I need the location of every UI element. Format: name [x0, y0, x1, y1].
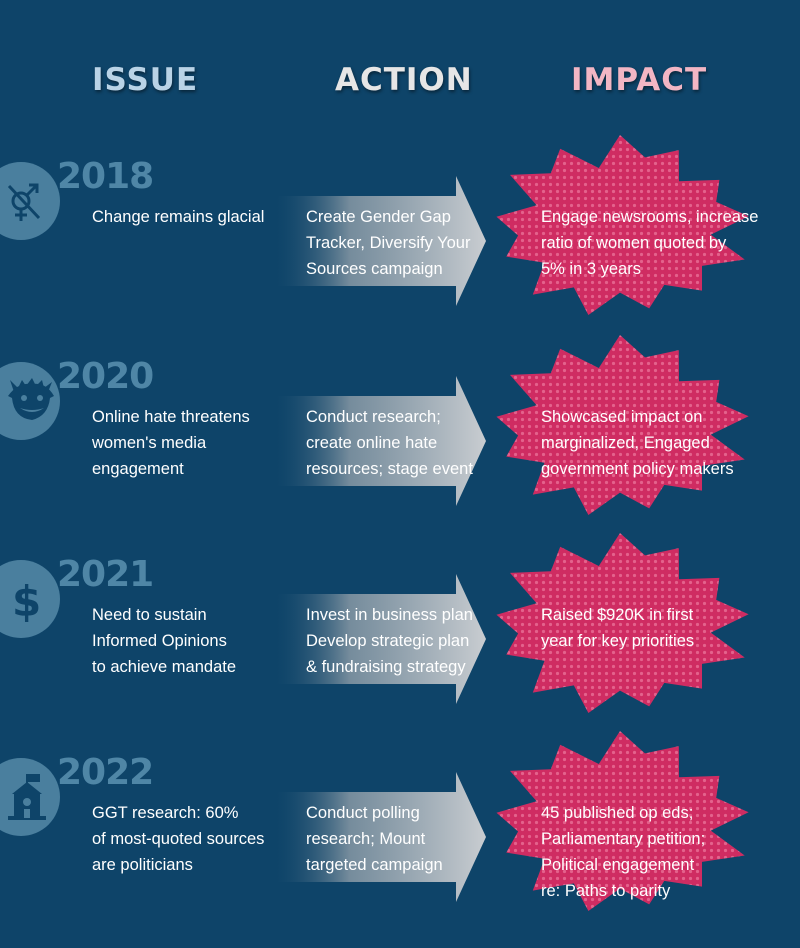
- issue-line: to achieve mandate: [92, 658, 237, 676]
- parliament-tower-icon: [8, 774, 46, 820]
- impact-burst: [496, 335, 749, 515]
- impact-text: Engage newsrooms, increase ratio of women…: [541, 204, 759, 282]
- header-action: ACTION: [335, 62, 473, 98]
- arrow-shape: [276, 772, 486, 902]
- dollar-sign-icon-circle: $: [0, 560, 60, 638]
- arrow-shape: [276, 574, 486, 704]
- impact-line: ratio of women quoted by: [541, 234, 727, 252]
- action-line: Tracker, Diversify Your: [306, 234, 471, 252]
- issue-line: are politicians: [92, 856, 193, 874]
- impact-burst: [496, 533, 749, 713]
- impact-line: Political engagement: [541, 856, 695, 874]
- action-line: Conduct research;: [306, 408, 441, 426]
- impact-line: re: Paths to parity: [541, 882, 671, 900]
- header-impact: IMPACT: [571, 62, 708, 98]
- year-label: 2022: [57, 752, 154, 793]
- year-label: 2020: [57, 356, 154, 397]
- impact-line: government policy makers: [541, 460, 734, 478]
- impact-burst: [496, 731, 749, 911]
- action-line: Invest in business plan: [306, 606, 473, 624]
- impact-line: 5% in 3 years: [541, 260, 641, 278]
- impact-line: marginalized, Engaged: [541, 434, 710, 452]
- action-text: Conduct polling research; Mount targeted c…: [306, 800, 466, 878]
- troll-face-icon-circle: [0, 362, 60, 440]
- issue-line: of most-quoted sources: [92, 830, 265, 848]
- impact-text: Showcased impact on marginalized, Engaged…: [541, 404, 741, 482]
- action-line: research; Mount: [306, 830, 426, 848]
- action-line: Develop strategic plan: [306, 632, 470, 650]
- issue-line: GGT research: 60%: [92, 804, 239, 822]
- issue-line: Informed Opinions: [92, 632, 227, 650]
- impact-burst: [496, 135, 749, 315]
- action-line: resources; stage event: [306, 460, 473, 478]
- action-line: Sources campaign: [306, 260, 443, 278]
- action-line: targeted campaign: [306, 856, 443, 874]
- impact-text: 45 published op eds; Parliamentary petiti…: [541, 800, 741, 904]
- issue-line: Online hate threatens: [92, 408, 250, 426]
- timeline-row: 2020 Online hate threatens women's media e…: [0, 335, 800, 552]
- action-line: Create Gender Gap: [306, 208, 451, 226]
- impact-line: 45 published op eds;: [541, 804, 694, 822]
- arrow-shape: [276, 176, 486, 306]
- issue-text: Online hate threatens women's media engage…: [92, 404, 267, 482]
- year-label: 2018: [57, 156, 154, 197]
- parliament-tower-icon-circle: [0, 758, 60, 836]
- year-label: 2021: [57, 554, 154, 595]
- issue-line: engagement: [92, 460, 184, 478]
- issue-text: Change remains glacial: [92, 204, 267, 230]
- impact-line: Parliamentary petition;: [541, 830, 706, 848]
- gender-symbol-icon: [7, 183, 41, 221]
- gender-symbol-icon-circle: [0, 162, 60, 240]
- impact-line: year for key priorities: [541, 632, 695, 650]
- action-line: & fundraising strategy: [306, 658, 466, 676]
- timeline-row: 2018 Change remains glacial Create Gende…: [0, 135, 800, 352]
- header-issue: ISSUE: [92, 62, 199, 98]
- arrow-shape: [276, 376, 486, 506]
- impact-line: Raised $920K in first: [541, 606, 694, 624]
- impact-line: Engage newsrooms, increase: [541, 208, 759, 226]
- issue-text: GGT research: 60% of most-quoted sources a…: [92, 800, 267, 878]
- impact-line: Showcased impact on: [541, 408, 703, 426]
- action-line: Conduct polling: [306, 804, 420, 822]
- svg-text:$: $: [12, 577, 41, 624]
- issue-line: women's media: [92, 434, 207, 452]
- action-text: Conduct research; create online hate resou…: [306, 404, 473, 482]
- troll-face-icon: [8, 378, 54, 420]
- action-line: create online hate: [306, 434, 438, 452]
- issue-line: Change remains glacial: [92, 208, 265, 226]
- dollar-sign-icon: $: [12, 577, 41, 624]
- impact-text: Raised $920K in first year for key priori…: [541, 602, 741, 654]
- timeline-row: 2022 GGT research: 60% of most-quoted sou…: [0, 731, 800, 948]
- issue-line: Need to sustain: [92, 606, 207, 624]
